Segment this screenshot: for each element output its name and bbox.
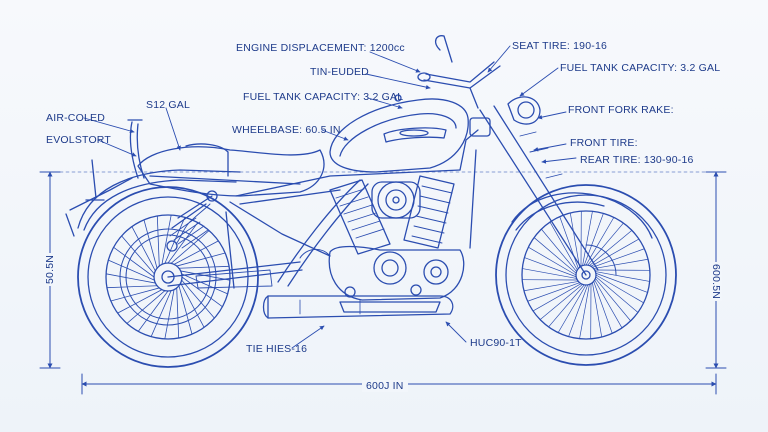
front-wheel [495,184,677,366]
wheel-spoke [178,285,193,335]
wheel-spoke [167,222,199,264]
label-rear-tire: REAR TIRE: 130-90-16 [580,154,694,166]
label-wheelbase: WHEELBASE: 60.5 IN [232,124,341,136]
rear-shock [166,190,218,252]
wheel-spoke [594,279,623,329]
wheel-spoke [595,278,631,322]
wheel-spoke [161,214,172,265]
wheel-spoke [178,265,230,269]
wheel-spoke [592,248,645,268]
callout-leaders [83,45,577,349]
wheel-spoke [181,273,229,295]
handlebar [417,35,501,109]
wheel-spoke [176,252,226,267]
front-fender [511,192,653,239]
wheel-spoke [524,257,577,278]
wheel-spoke [587,222,624,266]
wheel-spoke [180,282,205,328]
rear-fender [65,169,241,237]
wheel-spoke [557,284,587,333]
wheel-spoke [117,289,163,314]
front-fork [469,105,599,276]
wheel-spoke [156,215,160,267]
wheel-spoke [585,217,615,266]
wheel-spoke [527,282,580,302]
wheel-spoke [590,238,640,267]
label-evolstort: EVOLSTORT [46,134,112,146]
wheel-spoke [541,228,577,272]
wheel-spoke [569,212,580,268]
wheel-spoke [592,282,603,338]
wheel-spoke [181,276,223,308]
wheel-spoke [589,230,633,266]
wheel-spoke [131,226,156,272]
label-engine-displacement: ENGINE DISPLACEMENT: 1200cc [236,42,405,54]
label-air-cooled: AIR-COLED [46,112,105,124]
wheel-spoke [523,281,579,292]
wheel-spoke [164,216,186,264]
wheel-spoke [583,213,604,266]
label-tie-hies: TIE HIES-16 [246,343,308,355]
wheel-spoke [595,272,648,293]
wheel-spoke [528,246,577,276]
wheel-spoke [595,271,651,282]
wheel-spoke [579,284,590,340]
wheel-spoke [548,284,585,328]
wheel-spoke [121,235,155,275]
swingarm [167,261,303,289]
label-tin-euded: TIN-EUDED [310,66,369,78]
wheel-spoke [568,284,589,337]
label-front-tire: FRONT TIRE: [570,137,638,149]
wheel-spoke [549,221,578,271]
label-left-height: 50.5N [44,252,56,286]
wheel-spoke [582,210,593,266]
wheel-spoke [143,219,158,269]
wheel-spoke [521,268,577,279]
wheel-spoke [170,230,210,264]
wheel-spoke [113,246,155,278]
label-seat-tire: SEAT TIRE: 190-16 [512,40,608,52]
headlight [507,96,541,125]
wheel-spoke [173,240,219,265]
wheel-spoke [106,285,158,289]
wheel-spoke [126,290,166,324]
wheel-spoke [164,289,175,340]
fuel-tank [329,94,469,173]
wheel-spoke [137,290,169,332]
label-right-height: 600.5N [710,262,722,302]
label-overall-length: 600J IN [362,380,408,392]
wheel-spoke [107,259,155,281]
wheel-spoke [150,290,172,338]
seat [137,143,325,197]
label-s12-gal: S12 GAL [146,99,191,111]
wheel-spoke [595,276,639,313]
wheel-spoke [105,273,156,284]
wheel-spoke [593,258,649,269]
label-front-fork-rake: FRONT FORK RAKE: [568,104,674,116]
wheel-spoke [559,216,579,269]
label-fuel-tank-left: FUEL TANK CAPACITY: 3.2 GAL [243,91,404,103]
label-fuel-tank-right: FUEL TANK CAPACITY: 3.2 GAL [560,62,721,74]
label-huc: HUC90-1T [470,337,522,349]
wheel-spoke [176,287,180,339]
wheel-spoke [533,237,577,274]
wheel-spoke [532,283,582,312]
wheel-spoke [593,281,613,334]
wheel-spoke [181,279,215,319]
engine [299,175,465,313]
wheel-spoke [110,287,160,302]
wheel-spoke [595,274,644,304]
wheel-spoke [539,284,583,320]
exhaust [262,179,454,319]
